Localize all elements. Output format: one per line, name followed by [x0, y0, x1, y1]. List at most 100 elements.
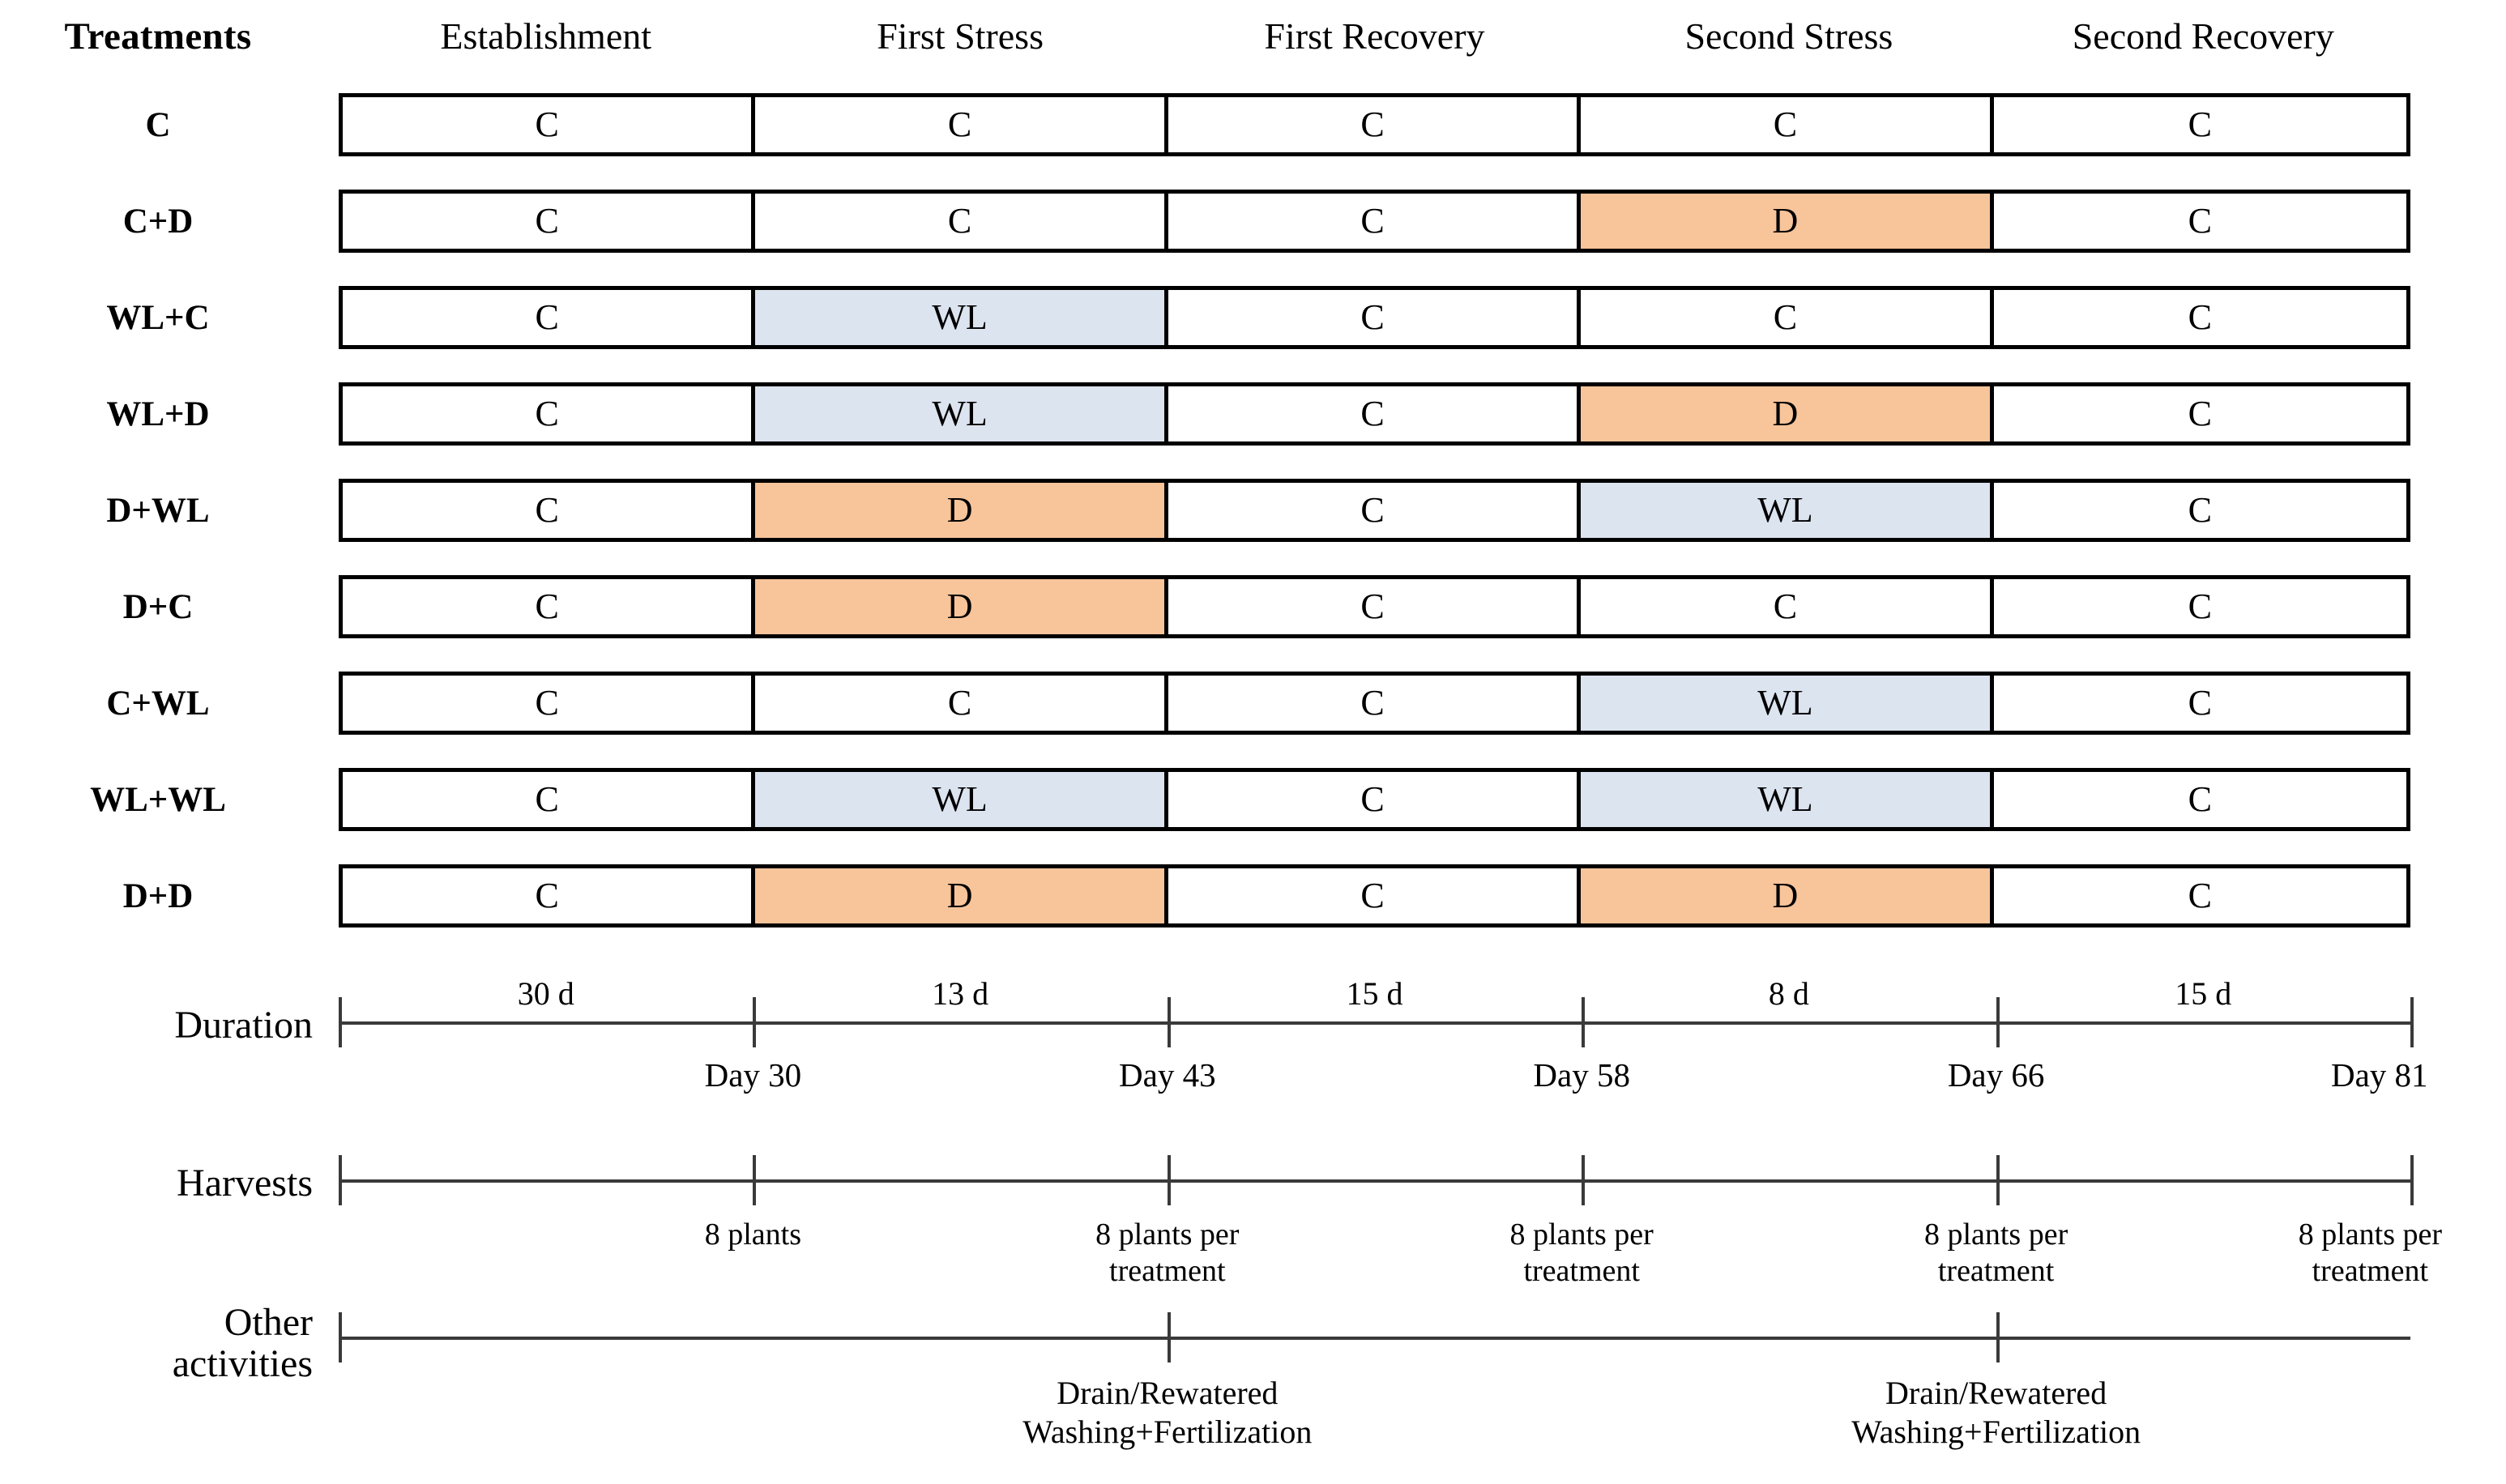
- harvest-tick: [753, 1155, 757, 1205]
- treatment-cell-c: C: [343, 194, 756, 249]
- duration-segment-label: 13 d: [932, 975, 989, 1012]
- duration-day-label: Day 58: [1533, 1056, 1630, 1094]
- phase-header-3: First Recovery: [1264, 15, 1485, 57]
- treatment-cell-c: C: [343, 483, 756, 538]
- treatment-cell-c: C: [343, 676, 756, 731]
- treatment-cell-d: D: [755, 483, 1168, 538]
- treatment-row-label: WL+C: [106, 298, 210, 337]
- treatment-cell-wl: WL: [1581, 483, 1994, 538]
- treatment-cell-c: C: [1168, 579, 1582, 634]
- duration-tick: [1167, 997, 1171, 1047]
- treatment-cell-c: C: [1168, 386, 1582, 441]
- treatment-row-label: D+D: [122, 876, 194, 915]
- treatment-cell-d: D: [1581, 868, 1994, 923]
- other-activities-axis: [339, 1337, 2410, 1340]
- treatment-cell-wl: WL: [755, 386, 1168, 441]
- treatment-cell-c: C: [1581, 97, 1994, 152]
- duration-day-label: Day 30: [704, 1056, 802, 1094]
- treatment-cell-c: C: [1993, 579, 2406, 634]
- duration-segment-label: 15 d: [2175, 975, 2232, 1012]
- treatment-cell-c: C: [1168, 194, 1582, 249]
- phase-header-1: Establishment: [440, 15, 652, 57]
- treatment-row-label: C+WL: [106, 684, 210, 723]
- treatment-row-label: C: [145, 105, 171, 144]
- duration-segment-label: 15 d: [1346, 975, 1403, 1012]
- treatment-row-label: WL+WL: [90, 780, 226, 819]
- treatment-cell-d: D: [755, 868, 1168, 923]
- duration-label: Duration: [174, 1004, 313, 1047]
- treatment-cell-d: D: [755, 579, 1168, 634]
- treatment-cell-c: C: [1993, 97, 2406, 152]
- treatment-cell-c: C: [1993, 676, 2406, 731]
- treatment-cell-c: C: [755, 676, 1168, 731]
- treatment-cell-c: C: [1168, 868, 1582, 923]
- duration-tick: [2410, 997, 2414, 1047]
- duration-day-label: Day 81: [2330, 1056, 2428, 1094]
- other-activity-tick: [1996, 1312, 2000, 1362]
- harvest-event-label: 8 plants: [704, 1217, 802, 1252]
- duration-segment-label: 8 d: [1768, 975, 1809, 1012]
- treatment-cell-c: C: [1993, 290, 2406, 345]
- treatment-cell-c: C: [755, 97, 1168, 152]
- treatment-row-label: D+WL: [106, 491, 210, 530]
- treatment-cell-wl: WL: [755, 290, 1168, 345]
- treatment-cell-c: C: [1168, 772, 1582, 827]
- harvest-tick: [1996, 1155, 2000, 1205]
- treatment-cell-c: C: [1168, 676, 1582, 731]
- phase-header-5: Second Recovery: [2072, 15, 2334, 57]
- treatment-cell-wl: WL: [1581, 772, 1994, 827]
- treatment-cell-c: C: [343, 868, 756, 923]
- duration-day-label: Day 66: [1947, 1056, 2045, 1094]
- phase-header-2: First Stress: [877, 15, 1044, 57]
- treatment-cell-c: C: [755, 194, 1168, 249]
- treatment-cell-c: C: [343, 772, 756, 827]
- treatment-cell-d: D: [1581, 386, 1994, 441]
- treatment-cell-c: C: [343, 290, 756, 345]
- treatment-cell-c: C: [343, 97, 756, 152]
- treatment-cell-c: C: [1993, 868, 2406, 923]
- treatment-cell-c: C: [1993, 386, 2406, 441]
- treatment-cell-c: C: [343, 579, 756, 634]
- treatment-row-label: D+C: [122, 587, 194, 626]
- treatment-cell-c: C: [1168, 483, 1582, 538]
- harvest-tick: [2410, 1155, 2414, 1205]
- treatment-cell-d: D: [1581, 194, 1994, 249]
- other-activities-axis-start-tick: [339, 1312, 342, 1362]
- harvest-tick: [1167, 1155, 1171, 1205]
- treatment-cell-c: C: [343, 386, 756, 441]
- harvests-label: Harvests: [177, 1162, 313, 1205]
- treatment-cell-c: C: [1993, 772, 2406, 827]
- duration-axis-start-tick: [339, 997, 342, 1047]
- treatment-row-label: WL+D: [106, 394, 210, 433]
- treatment-cell-c: C: [1581, 579, 1994, 634]
- harvest-tick: [1582, 1155, 1586, 1205]
- duration-segment-label: 30 d: [517, 975, 574, 1012]
- treatment-cell-wl: WL: [1581, 676, 1994, 731]
- treatment-cell-c: C: [1993, 483, 2406, 538]
- duration-axis: [339, 1021, 2410, 1025]
- treatment-cell-c: C: [1581, 290, 1994, 345]
